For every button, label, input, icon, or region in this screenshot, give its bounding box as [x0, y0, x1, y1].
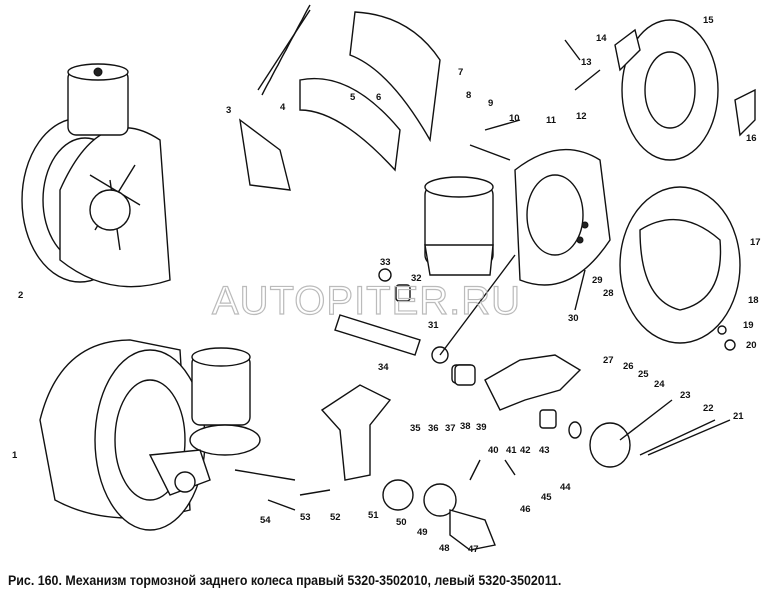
part-number-label: 24 [654, 379, 665, 390]
small-parts [267, 39, 736, 551]
part-number-label: 8 [466, 90, 471, 101]
brake-assembly-top [21, 63, 171, 288]
part-number-label: 16 [746, 133, 757, 144]
part-number-label: 1 [12, 450, 18, 461]
part-number-label: 9 [488, 98, 493, 109]
part-number-label: 40 [488, 445, 499, 456]
part-number-label: 12 [576, 111, 587, 122]
part-number-label: 48 [439, 543, 450, 554]
brake-shoes [239, 4, 441, 191]
part-number-label: 43 [539, 445, 550, 456]
part-number-label: 10 [509, 113, 520, 124]
part-number-label: 54 [260, 515, 271, 526]
part-number-label: 29 [592, 275, 603, 286]
part-number-label: 53 [300, 512, 311, 523]
part-number-label: 30 [568, 313, 579, 324]
part-number-label: 14 [596, 33, 607, 44]
part-number-label: 52 [330, 512, 341, 523]
part-number-label: 18 [748, 295, 759, 306]
part-number-label: 5 [350, 92, 356, 103]
brake-assembly-bottom [39, 339, 261, 531]
part-number-label: 25 [638, 369, 649, 380]
part-number-label: 39 [476, 422, 487, 433]
part-number-label: 13 [581, 57, 592, 68]
part-number-label: 4 [280, 102, 286, 113]
part-number-label: 37 [445, 423, 456, 434]
part-number-label: 51 [368, 510, 379, 521]
part-number-label: 7 [458, 67, 463, 78]
part-number-label: 34 [378, 362, 389, 373]
part-number-label: 2 [18, 290, 23, 301]
part-number-label: 31 [428, 320, 439, 331]
part-number-label: 17 [750, 237, 761, 248]
anchor-plate [514, 148, 611, 286]
part-number-label: 27 [603, 355, 614, 366]
part-number-label: 6 [376, 92, 381, 103]
brake-chamber [334, 176, 494, 356]
part-number-label: 36 [428, 423, 439, 434]
part-number-label: 41 [506, 445, 517, 456]
part-number-label: 22 [703, 403, 714, 414]
dust-shield-small [614, 19, 756, 161]
part-number-label: 19 [743, 320, 754, 331]
part-number-label: 23 [680, 390, 691, 401]
dust-shield-large [619, 186, 741, 344]
part-number-label: 26 [623, 361, 634, 372]
part-number-label: 11 [546, 115, 557, 126]
part-number-label: 21 [733, 411, 744, 422]
part-number-label: 28 [603, 288, 614, 299]
part-number-label: 50 [396, 517, 407, 528]
part-number-label: 42 [520, 445, 531, 456]
part-number-label: 44 [560, 482, 571, 493]
part-number-label: 45 [541, 492, 552, 503]
part-number-label: 35 [410, 423, 421, 434]
leader-lines [234, 254, 586, 481]
part-number-label: 33 [380, 257, 391, 268]
part-number-label: 3 [226, 105, 231, 116]
part-number-label: 46 [520, 504, 531, 515]
part-number-label: 15 [703, 15, 714, 26]
part-number-label: 38 [460, 421, 471, 432]
part-number-label: 20 [746, 340, 757, 351]
part-number-label: 49 [417, 527, 428, 538]
part-number-label: 47 [468, 544, 479, 555]
part-number-label: 32 [411, 273, 422, 284]
watermark: AUTOPITER.RU [212, 279, 521, 323]
figure-caption: Рис. 160. Механизм тормозной заднего кол… [8, 573, 562, 588]
